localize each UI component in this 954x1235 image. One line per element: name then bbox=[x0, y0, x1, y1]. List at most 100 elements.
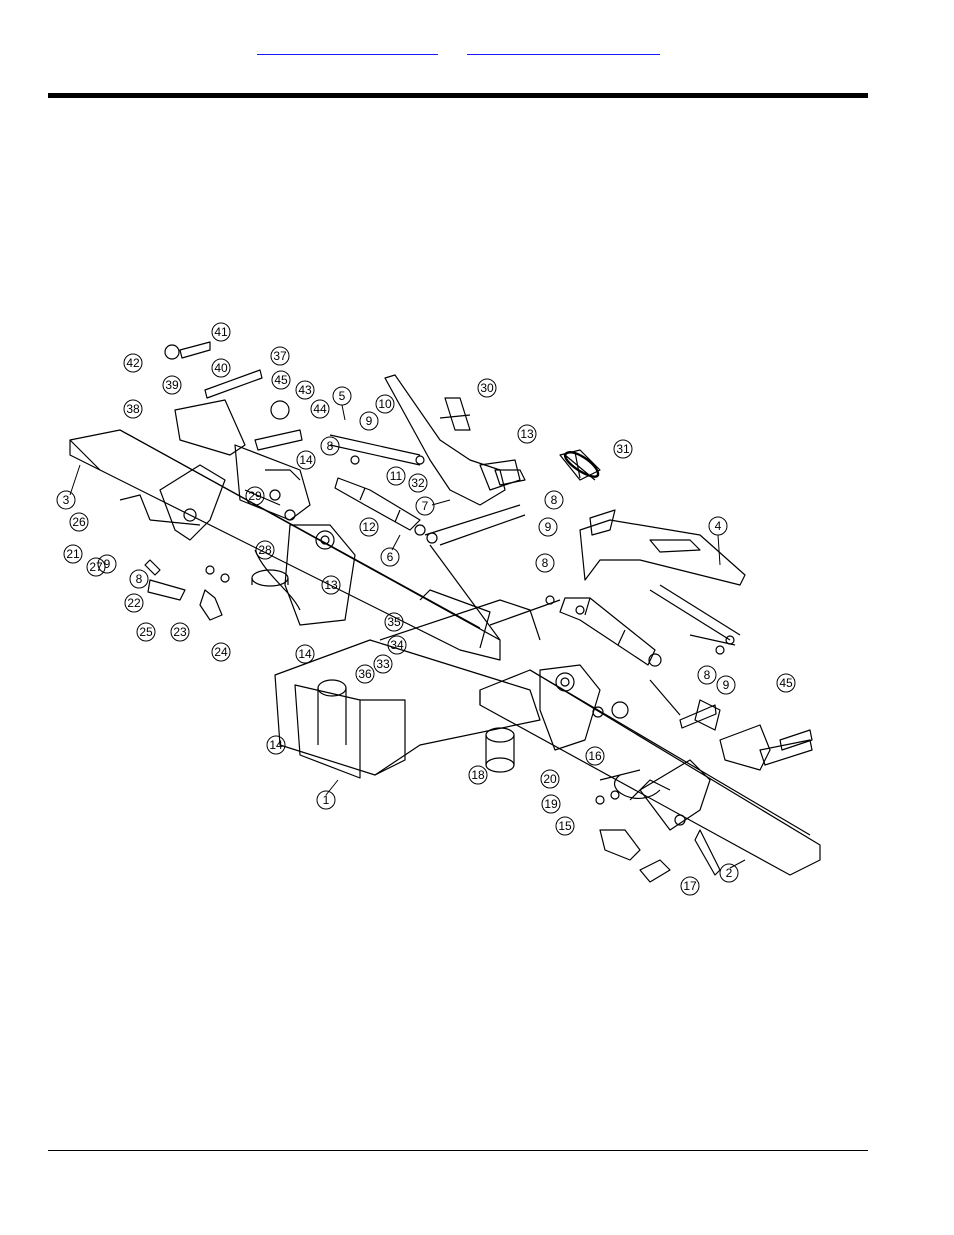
callout-22: 22 bbox=[124, 593, 144, 613]
nav-link-1[interactable] bbox=[257, 40, 438, 55]
svg-text:18: 18 bbox=[471, 768, 485, 782]
callout-17: 17 bbox=[680, 876, 700, 896]
callout-8b: 8 bbox=[544, 490, 564, 510]
callout-18: 18 bbox=[468, 765, 488, 785]
svg-text:8: 8 bbox=[542, 556, 549, 570]
svg-text:25: 25 bbox=[139, 625, 153, 639]
right-toolbar-beam bbox=[479, 669, 821, 876]
left-hinge-plate bbox=[284, 524, 356, 626]
svg-text:40: 40 bbox=[214, 361, 228, 375]
callout-38: 38 bbox=[123, 399, 143, 419]
svg-text:30: 30 bbox=[480, 381, 494, 395]
svg-text:32: 32 bbox=[411, 476, 425, 490]
right-hydraulic-cylinder bbox=[559, 597, 662, 667]
callout-16: 16 bbox=[585, 746, 605, 766]
callout-39: 39 bbox=[162, 375, 182, 395]
svg-text:41: 41 bbox=[214, 325, 228, 339]
hardware bbox=[164, 344, 735, 805]
center-hitch-frame bbox=[274, 589, 541, 779]
nav-link-2[interactable] bbox=[467, 40, 660, 55]
callout-20: 20 bbox=[540, 769, 560, 789]
callout-8: 8 bbox=[320, 436, 340, 456]
callout-45: 45 bbox=[271, 370, 291, 390]
callout-13: 13 bbox=[517, 424, 537, 444]
svg-text:17: 17 bbox=[683, 879, 697, 893]
svg-text:36: 36 bbox=[358, 667, 372, 681]
callout-30: 30 bbox=[477, 378, 497, 398]
linkage-bars bbox=[424, 504, 741, 716]
svg-text:43: 43 bbox=[298, 383, 312, 397]
svg-text:8: 8 bbox=[327, 439, 334, 453]
callout-24: 24 bbox=[211, 642, 231, 662]
callout-3: 3 bbox=[56, 464, 81, 510]
svg-text:37: 37 bbox=[273, 349, 287, 363]
callout-42: 42 bbox=[123, 353, 143, 373]
right-lift-bracket bbox=[579, 509, 746, 586]
svg-text:20: 20 bbox=[543, 772, 557, 786]
svg-text:5: 5 bbox=[339, 389, 346, 403]
callout-5: 5 bbox=[332, 386, 352, 421]
svg-text:3: 3 bbox=[63, 493, 70, 507]
callout-14c: 14 bbox=[266, 735, 286, 755]
callout-9c: 9 bbox=[716, 675, 736, 695]
svg-text:34: 34 bbox=[390, 638, 404, 652]
svg-text:28: 28 bbox=[258, 543, 272, 557]
svg-text:19: 19 bbox=[544, 797, 558, 811]
left-depth-bracket bbox=[174, 399, 311, 521]
callout-2: 2 bbox=[719, 859, 746, 883]
svg-text:12: 12 bbox=[362, 520, 376, 534]
svg-text:21: 21 bbox=[66, 547, 80, 561]
svg-text:29: 29 bbox=[248, 489, 262, 503]
svg-text:39: 39 bbox=[165, 378, 179, 392]
svg-text:8: 8 bbox=[704, 668, 711, 682]
callout-8c: 8 bbox=[535, 553, 555, 573]
callout-11: 11 bbox=[386, 466, 406, 486]
callout-26: 26 bbox=[69, 512, 89, 532]
callout-10: 10 bbox=[375, 394, 395, 414]
callout-9: 9 bbox=[359, 411, 379, 431]
callout-40: 40 bbox=[211, 358, 231, 378]
callout-4: 4 bbox=[708, 516, 728, 566]
svg-text:24: 24 bbox=[214, 645, 228, 659]
left-toolbar-beam bbox=[69, 429, 501, 661]
callout-28: 28 bbox=[255, 540, 275, 560]
callout-14b: 14 bbox=[295, 644, 315, 664]
svg-text:33: 33 bbox=[376, 657, 390, 671]
svg-text:8: 8 bbox=[551, 493, 558, 507]
left-wheel-assembly bbox=[119, 464, 226, 621]
svg-text:38: 38 bbox=[126, 402, 140, 416]
callout-33: 33 bbox=[373, 654, 393, 674]
callout-37: 37 bbox=[270, 346, 290, 366]
callout-9d: 9 bbox=[97, 554, 117, 574]
callout-31: 31 bbox=[613, 439, 633, 459]
callout-43: 43 bbox=[295, 380, 315, 400]
svg-text:9: 9 bbox=[104, 557, 111, 571]
callout-35: 35 bbox=[384, 612, 404, 632]
svg-text:42: 42 bbox=[126, 356, 140, 370]
svg-text:14: 14 bbox=[298, 647, 312, 661]
callout-36: 36 bbox=[355, 664, 375, 684]
svg-text:27: 27 bbox=[89, 560, 103, 574]
callout-1: 1 bbox=[316, 779, 339, 810]
svg-text:9: 9 bbox=[366, 414, 373, 428]
callout-14: 14 bbox=[296, 450, 316, 470]
svg-text:11: 11 bbox=[390, 469, 403, 483]
svg-text:22: 22 bbox=[127, 596, 141, 610]
svg-text:26: 26 bbox=[72, 515, 86, 529]
callout-23: 23 bbox=[170, 622, 190, 642]
callout-27: 27 bbox=[86, 557, 106, 577]
svg-text:2: 2 bbox=[726, 866, 733, 880]
callout-8d: 8 bbox=[697, 665, 717, 685]
callout-21: 21 bbox=[63, 544, 83, 564]
callout-9b: 9 bbox=[538, 517, 558, 537]
callout-29: 29 bbox=[245, 486, 265, 506]
svg-text:44: 44 bbox=[313, 402, 327, 416]
callout-7: 7 bbox=[415, 496, 451, 516]
depth-plates bbox=[179, 341, 813, 751]
callout-25: 25 bbox=[136, 622, 156, 642]
footer-rule bbox=[48, 1150, 868, 1151]
svg-text:13: 13 bbox=[520, 427, 534, 441]
svg-text:13: 13 bbox=[324, 578, 338, 592]
callout-12: 12 bbox=[359, 517, 379, 537]
svg-text:23: 23 bbox=[173, 625, 187, 639]
